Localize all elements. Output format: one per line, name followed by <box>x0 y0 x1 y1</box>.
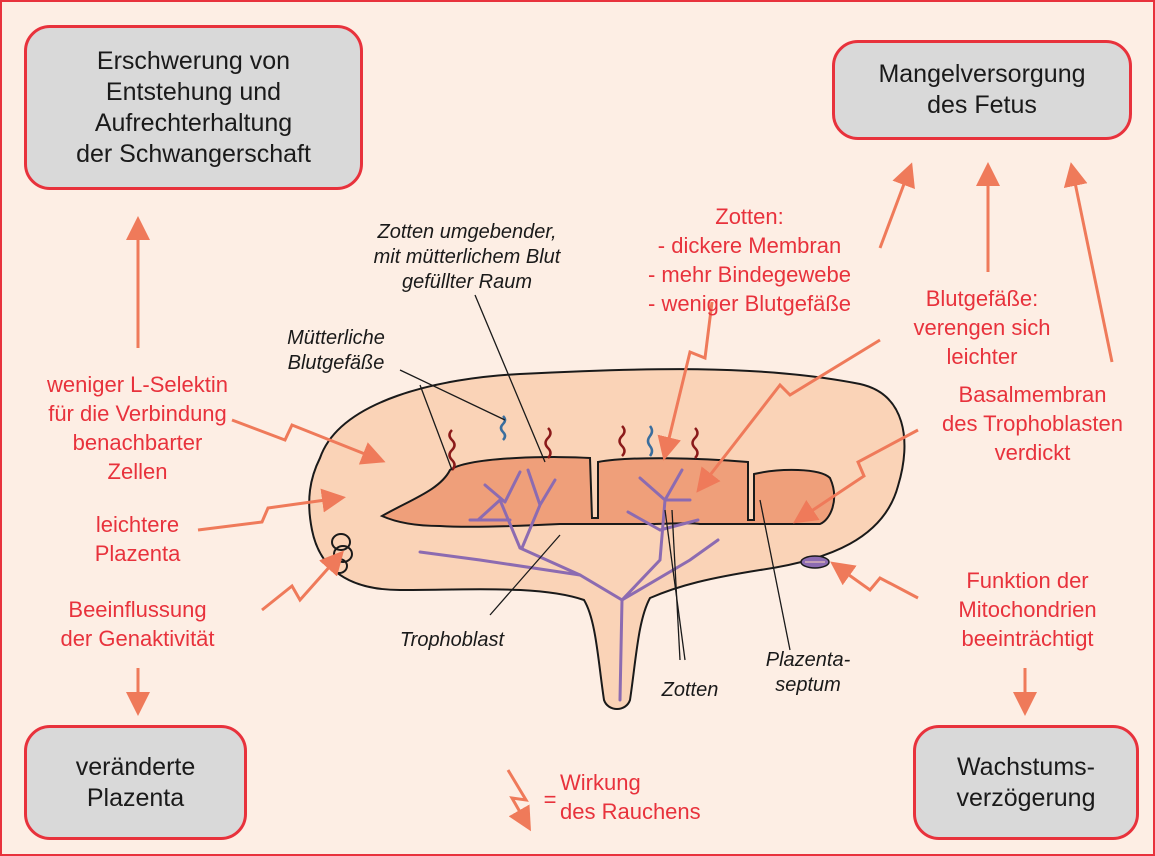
outcome-box-growth: Wachstums- verzögerung <box>913 725 1139 840</box>
text-line: - dickere Membran <box>612 231 887 260</box>
mitochondrion-icon <box>801 556 829 568</box>
text-line: Blutgefäße <box>256 351 416 376</box>
outcome-box-pregnancy: Erschwerung von Entstehung und Aufrechte… <box>24 25 363 190</box>
text-line: weniger L-Selektin <box>10 370 265 399</box>
outcome-box-placenta: veränderte Plazenta <box>24 725 247 840</box>
text-line: des Rauchens <box>560 797 750 826</box>
text-line: - mehr Bindegewebe <box>612 260 887 289</box>
text-line: Zotten <box>640 678 740 703</box>
text-line: Blutgefäße: <box>882 284 1082 313</box>
text-line: verzögerung <box>957 783 1096 814</box>
effect-light-placenta: leichtere Plazenta <box>50 510 225 568</box>
outcome-box-fetus: Mangelversorgung des Fetus <box>832 40 1132 140</box>
text-line: septum <box>738 673 878 698</box>
lightning-arrow-icon <box>508 770 528 826</box>
text-line: Trophoblast <box>372 628 532 653</box>
text-line: Mangelversorgung <box>878 59 1085 90</box>
label-septum: Plazenta- septum <box>738 648 878 698</box>
text-line: - weniger Blutgefäße <box>612 289 887 318</box>
text-line: gefüllter Raum <box>328 270 606 295</box>
text-line: verdickt <box>920 438 1145 467</box>
legend-equals: = <box>538 785 562 814</box>
text-line: der Schwangerschaft <box>76 139 311 170</box>
effect-l-selektin: weniger L-Selektin für die Verbindung be… <box>10 370 265 486</box>
effect-gene-activity: Beeinflussung der Genaktivität <box>10 595 265 653</box>
text-line: Zotten umgebender, <box>328 220 606 245</box>
text-line: leichter <box>882 342 1082 371</box>
text-line: Mitochondrien <box>915 595 1140 624</box>
text-line: für die Verbindung <box>10 399 265 428</box>
legend-text: Wirkung des Rauchens <box>560 768 750 826</box>
text-line: Entstehung und <box>106 77 281 108</box>
text-line: Zellen <box>10 457 265 486</box>
label-maternal-vessels: Mütterliche Blutgefäße <box>256 326 416 376</box>
text-line: verengen sich <box>882 313 1082 342</box>
text-line: Funktion der <box>915 566 1140 595</box>
text-line: leichtere <box>50 510 225 539</box>
label-blood-space: Zotten umgebender, mit mütterlichem Blut… <box>328 220 606 295</box>
text-line: Aufrechterhaltung <box>95 108 292 139</box>
text-line: veränderte <box>76 752 196 783</box>
text-line: mit mütterlichem Blut <box>328 245 606 270</box>
text-line: Beeinflussung <box>10 595 265 624</box>
text-line: Mütterliche <box>256 326 416 351</box>
text-line: Zotten: <box>612 202 887 231</box>
text-line: der Genaktivität <box>10 624 265 653</box>
text-line: benachbarter <box>10 428 265 457</box>
label-trophoblast: Trophoblast <box>372 628 532 653</box>
text-line: Plazenta <box>87 783 184 814</box>
effect-basal-membrane: Basalmembran des Trophoblasten verdickt <box>920 380 1145 467</box>
label-villi: Zotten <box>640 678 740 703</box>
text-line: des Fetus <box>927 90 1037 121</box>
text-line: beeinträchtigt <box>915 624 1140 653</box>
effect-blood-vessels: Blutgefäße: verengen sich leichter <box>882 284 1082 371</box>
text-line: Basalmembran <box>920 380 1145 409</box>
text-line: Erschwerung von <box>97 46 290 77</box>
text-line: des Trophoblasten <box>920 409 1145 438</box>
effect-mitochondria: Funktion der Mitochondrien beeinträchtig… <box>915 566 1140 653</box>
effect-villi: Zotten: - dickere Membran - mehr Bindege… <box>612 202 887 318</box>
text-line: Plazenta <box>50 539 225 568</box>
text-line: Plazenta- <box>738 648 878 673</box>
text-line: Wirkung <box>560 768 750 797</box>
text-line: Wachstums- <box>957 752 1095 783</box>
